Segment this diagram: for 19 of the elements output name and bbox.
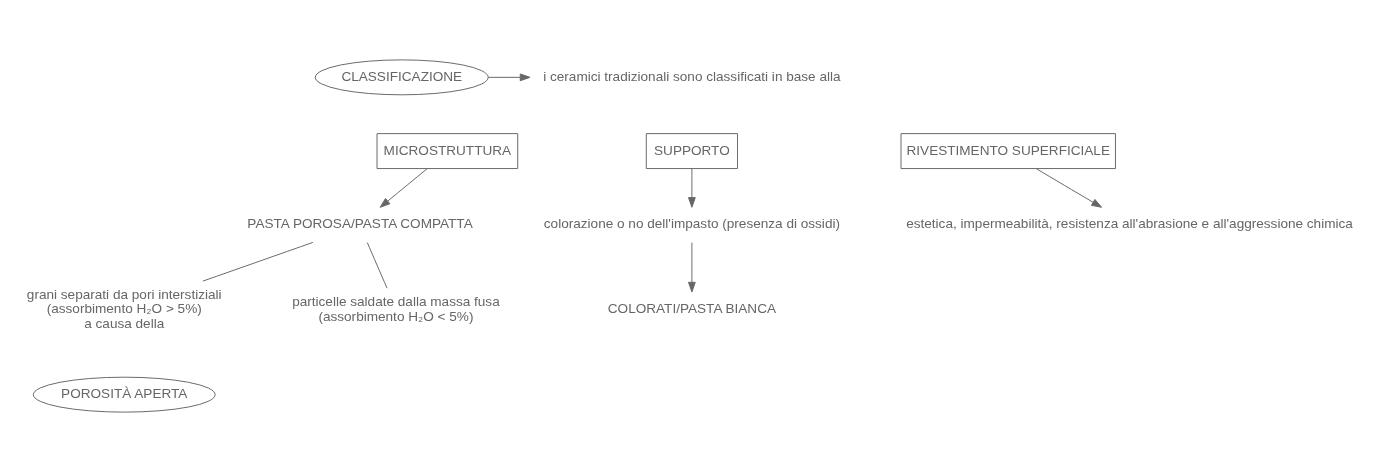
node-text: particelle saldate dalla massa fusa (assorbimento H₂O < 5%) xyxy=(292,294,500,324)
node-box: SUPPORTO xyxy=(645,133,738,170)
connector xyxy=(366,242,388,289)
arrow xyxy=(688,168,696,208)
arrow xyxy=(379,168,428,208)
node-text: grani separati da pori interstiziali (assorbimento H₂O > 5%) a causa della xyxy=(26,286,222,331)
node-text: colorazione o no dell'impasto (presenza di ossidi) xyxy=(543,216,840,232)
node-text: estetica, impermeabilità, resistenza all'abrasione e all'aggressione chimica xyxy=(906,216,1353,232)
arrow xyxy=(487,73,531,82)
node-text: COLORATI/PASTA BIANCA xyxy=(607,301,777,317)
node-text: i ceramici tradizionali sono classificati in base alla xyxy=(543,68,841,84)
arrow xyxy=(1035,168,1103,208)
node-box: MICROSTRUTTURA xyxy=(376,133,519,170)
connector xyxy=(202,241,314,282)
node-ellipse: POROSITÀ APERTA xyxy=(32,376,216,413)
arrow xyxy=(688,242,696,293)
node-text: PASTA POROSA/PASTA COMPATTA xyxy=(247,216,473,232)
node-ellipse: CLASSIFICAZIONE xyxy=(314,59,489,96)
node-box: RIVESTIMENTO SUPERFICIALE xyxy=(900,133,1116,170)
